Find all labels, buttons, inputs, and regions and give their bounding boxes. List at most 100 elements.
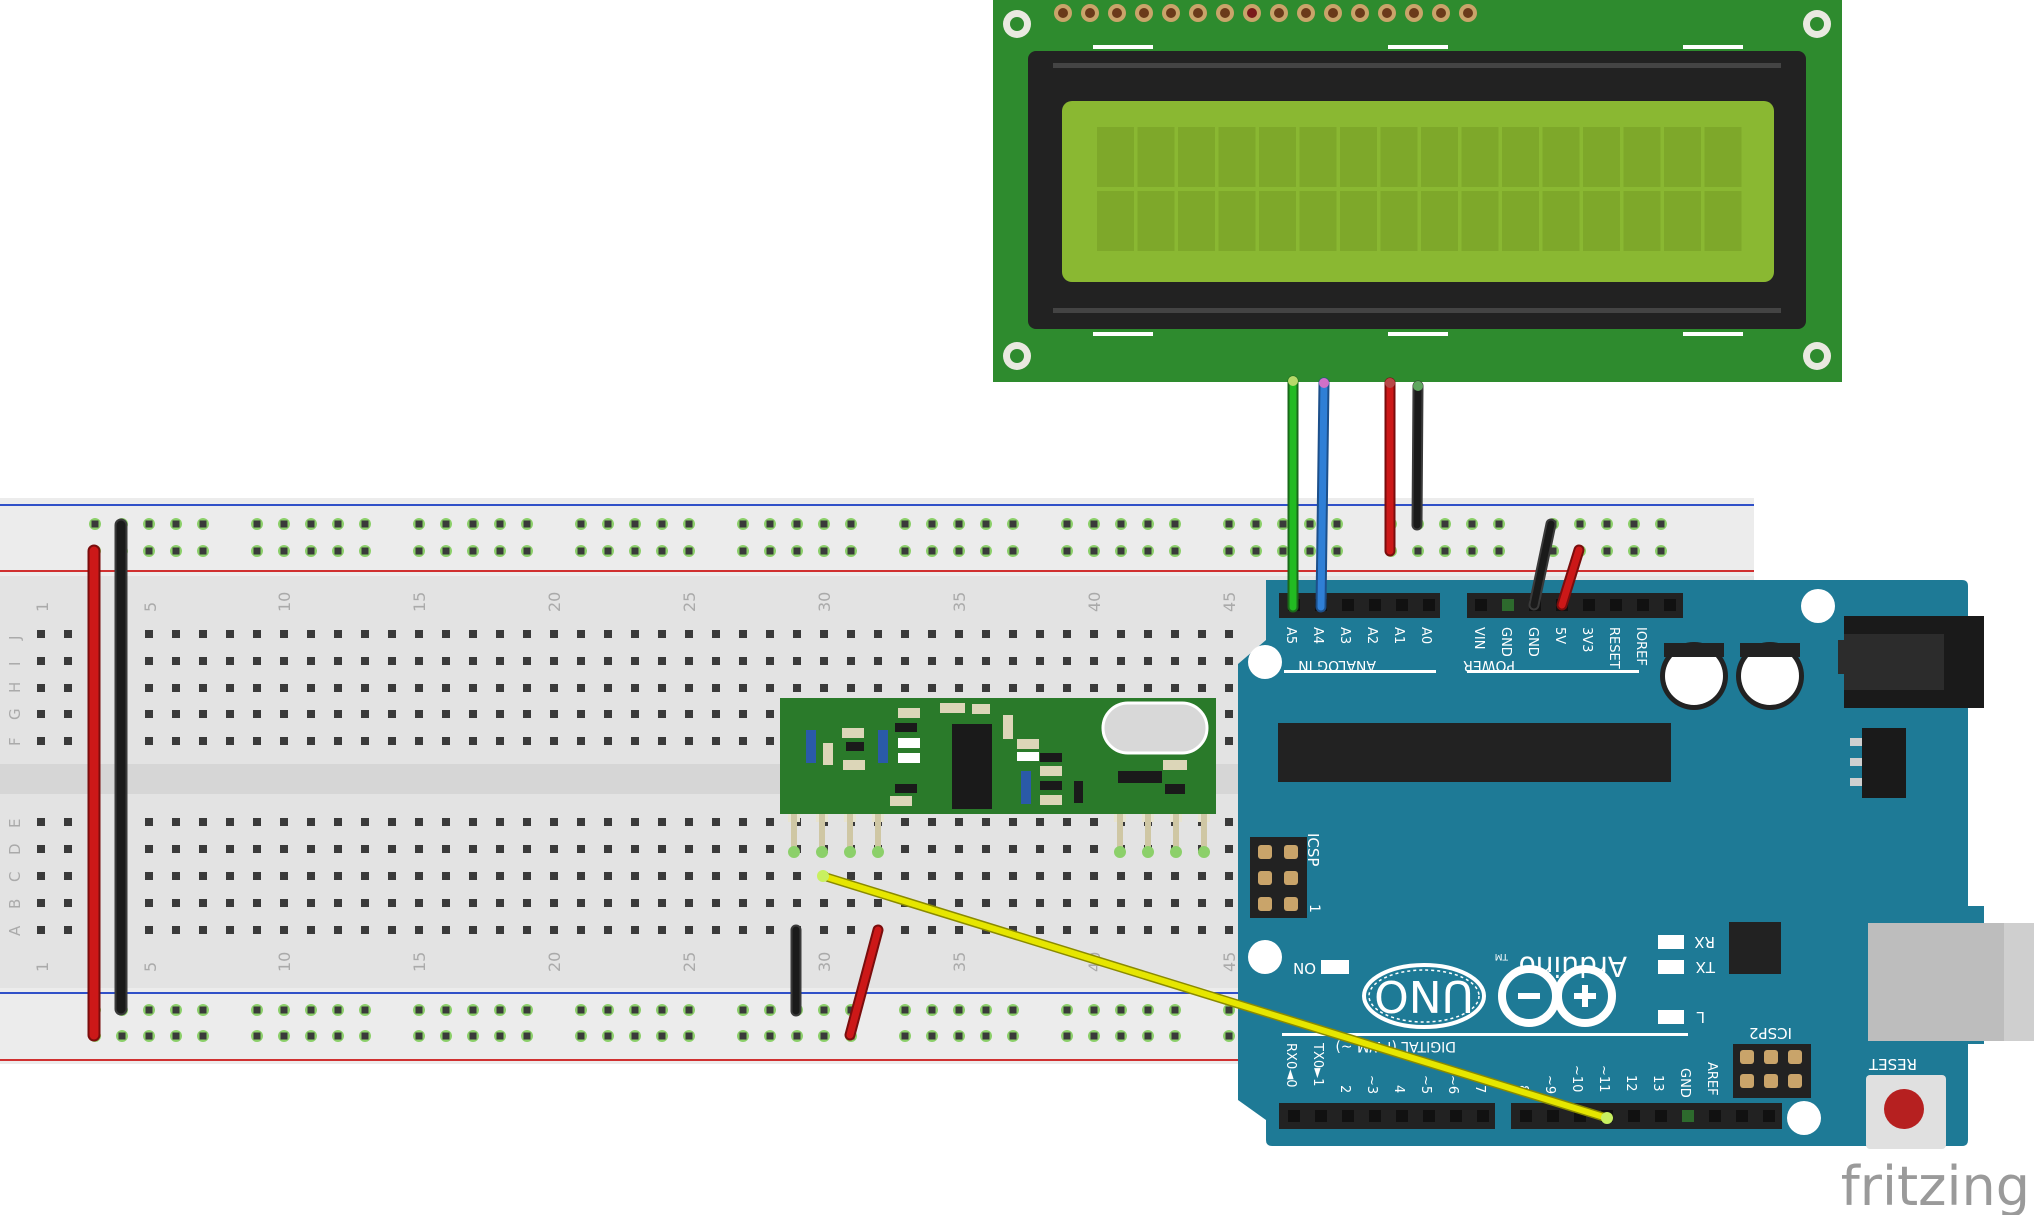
rail-hole [334,520,342,528]
rail-hole [901,547,909,555]
power-header [1467,593,1683,618]
wire-blue-lcd-scl [1315,377,1330,613]
breadboard-hole [712,872,720,880]
breadboard-hole [469,926,477,934]
breadboard-hole [604,845,612,853]
breadboard-hole [64,657,72,665]
pin-label-gnd-digital: GND [1677,1068,1692,1098]
breadboard-hole [307,899,315,907]
icsp2-pin [1740,1074,1754,1088]
infinity-icon [1498,965,1616,1027]
rail-hole [442,1006,450,1014]
reset-button[interactable] [1884,1089,1924,1129]
pin-label-d1: TX0►1 [1310,1042,1325,1086]
rail-hole [496,1006,504,1014]
breadboard-hole [766,657,774,665]
rail-hole [1090,1006,1098,1014]
smd-resistor [823,743,833,765]
wire-yellow-rf-data [818,871,1612,1123]
breadboard-hole [901,926,909,934]
breadboard-hole [955,845,963,853]
col-number: 35 [950,952,969,972]
breadboard-hole [982,818,990,826]
breadboard-hole [1198,684,1206,692]
header-pin [1369,1110,1381,1122]
breadboard-hole [361,818,369,826]
blue-capacitor [878,730,888,763]
breadboard-hole [928,872,936,880]
rail-hole [253,1032,261,1040]
rail-hole [928,520,936,528]
col-number: 45 [1220,952,1239,972]
rf-pin-end [816,846,828,858]
rail-hole [1225,520,1233,528]
rail-hole [766,1032,774,1040]
rail-hole [199,520,207,528]
breadboard-hole [820,657,828,665]
breadboard-hole [1009,657,1017,665]
rail-hole [496,1032,504,1040]
lcd-char-cell [1421,191,1458,251]
lcd-char-cell [1218,191,1256,251]
breadboard-hole [388,710,396,718]
breadboard-hole [1144,926,1152,934]
rail-hole [1225,1032,1233,1040]
rf-receiver-module [780,698,1216,858]
lcd-char-cell [1583,127,1620,187]
lcd-pin-hole [1220,8,1230,18]
breadboard-hole [631,818,639,826]
wire-endpoints [817,376,1613,1124]
col-number: 45 [1220,592,1239,612]
header-pin [1502,599,1514,611]
breadboard-hole [631,926,639,934]
breadboard-hole [1144,684,1152,692]
lcd-char-cell [1137,127,1175,187]
breadboard-hole [199,899,207,907]
breadboard-hole [1144,630,1152,638]
pin-label-d0: RX0◄0 [1283,1043,1298,1087]
breadboard-hole [226,737,234,745]
breadboard-hole [1225,710,1233,718]
rail-hole [1414,547,1422,555]
breadboard-hole [496,630,504,638]
rail-hole [172,1032,180,1040]
breadboard-hole [253,737,261,745]
breadboard-hole [280,845,288,853]
breadboard-hole [361,926,369,934]
breadboard-hole [145,899,153,907]
breadboard-hole [172,845,180,853]
breadboard-hole [604,926,612,934]
rail-hole [1441,547,1449,555]
breadboard-hole [226,899,234,907]
pin-label-a1: A1 [1391,627,1406,644]
breadboard-hole [739,899,747,907]
breadboard-hole [820,899,828,907]
breadboard-hole [928,845,936,853]
breadboard-hole [469,710,477,718]
breadboard-hole [37,926,45,934]
breadboard-hole [631,657,639,665]
header-pin [1583,599,1595,611]
breadboard-hole [739,926,747,934]
rail-hole [334,1032,342,1040]
rail-hole [334,1006,342,1014]
rail-hole [1630,520,1638,528]
rail-hole [739,1032,747,1040]
lcd-pin-hole [1382,8,1392,18]
breadboard-hole [523,926,531,934]
rail-hole [1171,1032,1179,1040]
icsp2-header-pins [1740,1050,1802,1088]
breadboard-hole [469,899,477,907]
lcd-char-cell [1583,191,1620,251]
l-label: L [1696,1008,1705,1026]
rail-hole [1009,547,1017,555]
header-pin [1763,1110,1775,1122]
rf-pin-end [1142,846,1154,858]
breadboard-hole [982,630,990,638]
rail-hole [685,520,693,528]
lcd-char-cell [1421,127,1458,187]
rail-hole [685,1032,693,1040]
breadboard-hole [847,657,855,665]
breadboard-hole [145,872,153,880]
icsp-header-pins [1258,845,1298,911]
